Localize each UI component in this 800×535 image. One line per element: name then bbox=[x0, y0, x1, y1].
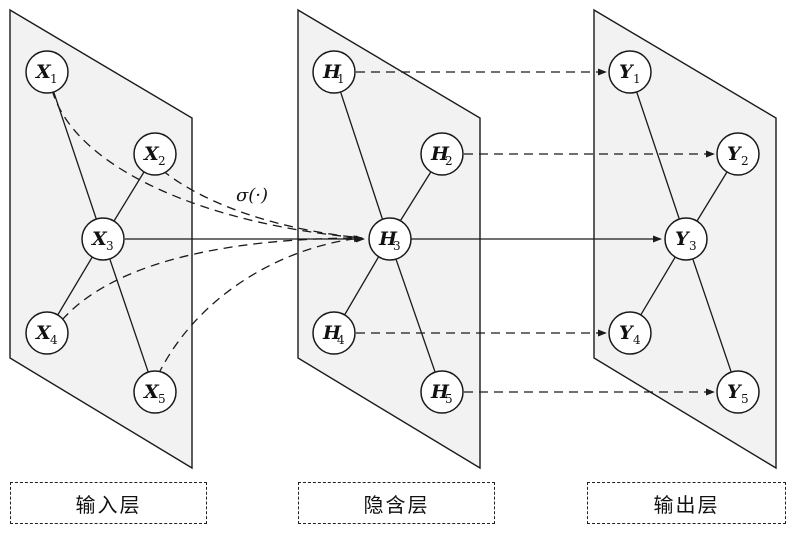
node-subscript: 3 bbox=[393, 239, 401, 253]
node-subscript: 3 bbox=[106, 239, 114, 253]
node-subscript: 5 bbox=[445, 392, 453, 406]
node-letter: H bbox=[430, 143, 450, 165]
node-subscript: 1 bbox=[633, 72, 641, 86]
node-subscript: 2 bbox=[445, 154, 453, 168]
node-letter: X bbox=[35, 322, 52, 344]
node-letter: X bbox=[35, 61, 52, 83]
node-letter: Y bbox=[675, 228, 691, 250]
node-subscript: 2 bbox=[741, 154, 749, 168]
node-letter: H bbox=[378, 228, 398, 250]
node-letter: Y bbox=[727, 381, 743, 403]
node-letter: X bbox=[143, 143, 160, 165]
node-letter: Y bbox=[619, 61, 635, 83]
node-letter: Y bbox=[727, 143, 743, 165]
node-letter: Y bbox=[619, 322, 635, 344]
node-letter: X bbox=[143, 381, 160, 403]
node-subscript: 1 bbox=[337, 72, 345, 86]
node-subscript: 3 bbox=[689, 239, 697, 253]
input-layer-label: 输入层 bbox=[10, 482, 207, 524]
hidden-node-h3: H3 bbox=[368, 217, 412, 261]
activation-function-label: σ(·) bbox=[236, 185, 268, 206]
hidden-node-h2: H2 bbox=[420, 132, 464, 176]
node-letter: X bbox=[91, 228, 108, 250]
node-subscript: 4 bbox=[50, 333, 58, 347]
hidden-node-h1: H1 bbox=[312, 50, 356, 94]
node-subscript: 5 bbox=[158, 392, 166, 406]
node-letter: H bbox=[322, 322, 342, 344]
hidden-node-h5: H5 bbox=[420, 370, 464, 414]
node-subscript: 4 bbox=[633, 333, 641, 347]
node-subscript: 2 bbox=[158, 154, 166, 168]
node-subscript: 5 bbox=[741, 392, 749, 406]
output-layer-label: 输出层 bbox=[587, 482, 786, 524]
node-letter: H bbox=[430, 381, 450, 403]
node-subscript: 1 bbox=[50, 72, 58, 86]
hidden-layer-label: 隐含层 bbox=[298, 482, 495, 524]
node-letter: H bbox=[322, 61, 342, 83]
node-subscript: 4 bbox=[337, 333, 345, 347]
hidden-to-output-dashed-arrows bbox=[356, 68, 715, 396]
hidden-node-h4: H4 bbox=[312, 311, 356, 355]
